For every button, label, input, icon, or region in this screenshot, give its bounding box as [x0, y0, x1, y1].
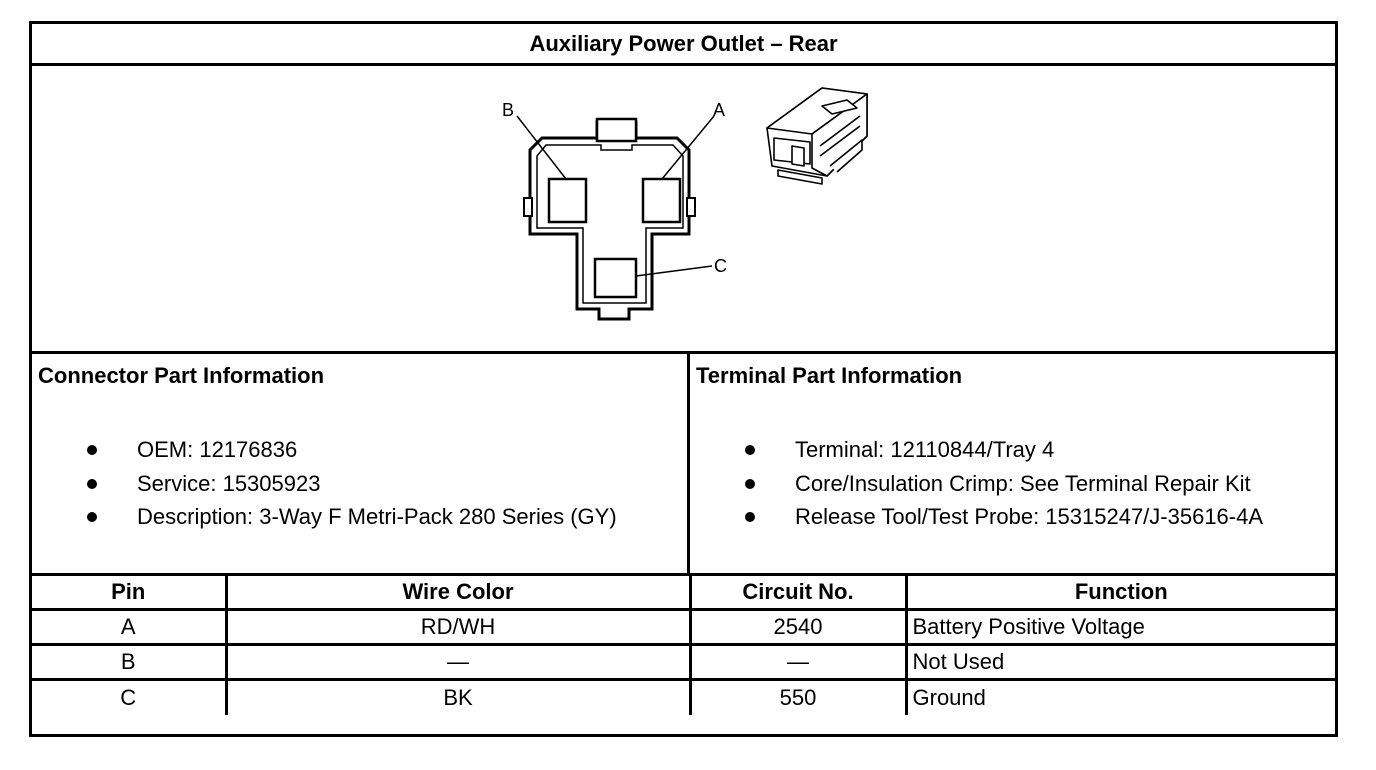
list-item: Core/Insulation Crimp: See Terminal Repa… — [745, 467, 1263, 501]
list-item: Terminal: 12110844/Tray 4 — [745, 433, 1263, 467]
terminal-part-list: Terminal: 12110844/Tray 4 Core/Insulatio… — [745, 433, 1263, 534]
pin-label-a: A — [713, 100, 725, 120]
connector-sheet: Auxiliary Power Outlet – Rear B A C — [29, 21, 1338, 737]
bullet-icon — [745, 478, 755, 489]
table-row: A RD/WH 2540 Battery Positive Voltage — [32, 608, 1335, 646]
connector-inner-outline — [536, 144, 684, 304]
terminal-number: Terminal: 12110844/Tray 4 — [795, 437, 1055, 462]
connector-part-heading: Connector Part Information — [38, 363, 325, 388]
page-title: Auxiliary Power Outlet – Rear — [32, 24, 1335, 66]
leader-b — [516, 115, 567, 180]
terminal-part-heading: Terminal Part Information — [696, 363, 963, 388]
cell-wire-color: BK — [224, 678, 692, 715]
connector-latch — [595, 117, 638, 143]
cell-function: Ground — [904, 678, 1335, 715]
bullet-icon — [745, 445, 755, 455]
bullet-icon — [87, 445, 97, 455]
cavity-a — [641, 177, 682, 224]
cavity-c — [593, 257, 638, 299]
connector-part-list: OEM: 12176836 Service: 15305923 Descript… — [87, 433, 617, 534]
bullet-icon — [745, 512, 755, 522]
cell-wire-color: — — [224, 643, 692, 681]
connector-left-tab — [523, 197, 533, 217]
cell-function: Not Used — [904, 643, 1335, 681]
connector-right-tab — [686, 197, 696, 217]
table-row: C BK 550 Ground — [32, 678, 1335, 715]
list-item: Release Tool/Test Probe: 15315247/J-3561… — [745, 500, 1263, 534]
connector-part-info: Connector Part Information OEM: 12176836… — [32, 354, 690, 573]
bullet-icon — [87, 512, 97, 522]
cell-circuit-no: 550 — [688, 678, 908, 715]
header-wire-color: Wire Color — [224, 573, 692, 611]
connector-figure: B A C — [32, 66, 1335, 354]
cell-pin: C — [32, 678, 228, 715]
cell-circuit-no: — — [688, 643, 908, 681]
leader-c — [635, 265, 713, 277]
cell-pin: B — [32, 643, 228, 681]
cell-wire-color: RD/WH — [224, 608, 692, 646]
table-header-row: Pin Wire Color Circuit No. Function — [32, 573, 1335, 611]
cavity-b — [547, 177, 588, 224]
connector-isometric-icon — [766, 87, 868, 185]
header-circuit-no: Circuit No. — [688, 573, 908, 611]
table-row: B — — Not Used — [32, 643, 1335, 681]
header-function: Function — [904, 573, 1335, 611]
pin-label-c: C — [714, 256, 727, 276]
cell-pin: A — [32, 608, 228, 646]
cell-circuit-no: 2540 — [688, 608, 908, 646]
list-item: Service: 15305923 — [87, 467, 617, 501]
pin-label-b: B — [502, 100, 514, 120]
leader-a — [661, 115, 715, 180]
bullet-icon — [87, 478, 97, 489]
connector-face-drawing: B A C — [502, 87, 868, 321]
terminal-part-info: Terminal Part Information Terminal: 1211… — [690, 354, 1335, 573]
pin-table: Pin Wire Color Circuit No. Function A RD… — [32, 573, 1335, 715]
terminal-release-tool: Release Tool/Test Probe: 15315247/J-3561… — [795, 504, 1264, 529]
header-pin: Pin — [32, 573, 228, 611]
connector-service: Service: 15305923 — [137, 470, 321, 496]
list-item: OEM: 12176836 — [87, 433, 617, 467]
terminal-crimp: Core/Insulation Crimp: See Terminal Repa… — [795, 470, 1251, 496]
connector-oem: OEM: 12176836 — [137, 437, 298, 462]
list-item: Description: 3-Way F Metri-Pack 280 Seri… — [87, 500, 617, 534]
connector-description: Description: 3-Way F Metri-Pack 280 Seri… — [137, 504, 617, 529]
cell-function: Battery Positive Voltage — [904, 608, 1335, 646]
